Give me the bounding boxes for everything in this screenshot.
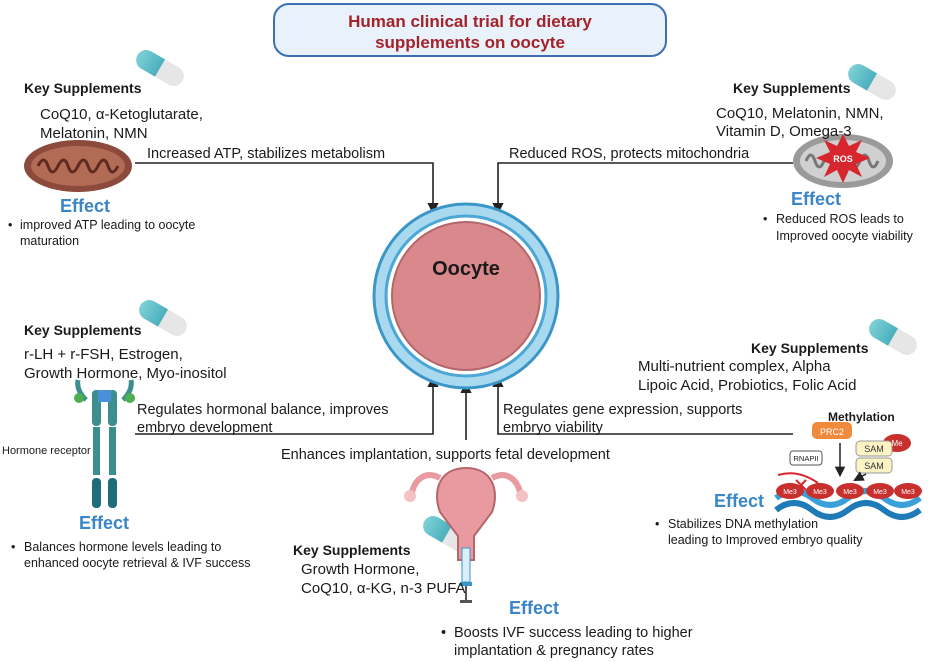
me3-label: Me3 (901, 489, 915, 496)
effect-bullet: •Reduced ROS leads to (763, 212, 904, 226)
mitochondrion-ros-icon (793, 134, 893, 188)
supplement-line: CoQ10, α-KG, n-3 PUFA (301, 580, 466, 597)
me3-label: Me3 (843, 489, 857, 496)
supplement-line: Melatonin, NMN (40, 125, 148, 142)
arrow-top-right (492, 162, 793, 215)
me-label: Me (891, 439, 903, 448)
arrow-mid-right (492, 375, 793, 435)
supplement-line: Lipoic Acid, Probiotics, Folic Acid (638, 377, 857, 394)
effect-line: Reduced ROS leads to (776, 212, 904, 226)
effect-line: enhanced oocyte retrieval & IVF success (24, 556, 251, 570)
me3-label: Me3 (873, 489, 887, 496)
prc2-label: PRC2 (820, 427, 844, 437)
pill-icon (869, 319, 917, 355)
effect-line: leading to Improved embryo quality (668, 533, 863, 547)
effect-heading: Effect (791, 189, 842, 209)
supplement-line: Vitamin D, Omega-3 (716, 123, 852, 140)
key-supplements-heading: Key Supplements (24, 322, 142, 338)
title-line-2: supplements on oocyte (375, 33, 565, 52)
methylation-title: Methylation (828, 410, 895, 424)
sam-label: SAM (864, 461, 884, 471)
supplement-line: Growth Hormone, Myo-inositol (24, 365, 227, 382)
effect-line: Improved oocyte viability (776, 229, 913, 243)
me3-label: Me3 (783, 489, 797, 496)
effect-heading: Effect (714, 491, 765, 511)
mitochondrion-icon (24, 140, 132, 192)
uterus-icon (404, 466, 528, 561)
effect-heading: Effect (60, 196, 111, 216)
arrow-label-top-left: Increased ATP, stabilizes metabolism (147, 146, 386, 162)
arrow-label-bottom: Enhances implantation, supports fetal de… (281, 447, 610, 463)
pill-icon (139, 300, 187, 336)
effect-heading: Effect (509, 598, 560, 618)
hormone-receptor-icon (74, 379, 135, 508)
key-supplements-heading: Key Supplements (24, 80, 142, 96)
ros-label: ROS (833, 154, 853, 164)
supplement-line: CoQ10, Melatonin, NMN, (716, 105, 884, 122)
effect-line: Boosts IVF success leading to higher (454, 625, 693, 641)
effect-line: improved ATP leading to oocyte (20, 218, 196, 232)
effect-line: implantation & pregnancy rates (454, 643, 654, 659)
effect-line: Balances hormone levels leading to (24, 540, 222, 554)
oocyte-illustration (372, 202, 560, 390)
arrow-label-mid-left: Regulates hormonal balance, improves (137, 402, 389, 418)
key-supplements-heading: Key Supplements (733, 80, 851, 96)
effect-line: maturation (20, 234, 80, 248)
me3-label: Me3 (813, 489, 827, 496)
effect-bullet: •improved ATP leading to oocyte (8, 218, 196, 232)
key-supplements-heading: Key Supplements (751, 340, 869, 356)
effect-line: Stabilizes DNA methylation (668, 517, 819, 531)
pill-icon (848, 64, 896, 100)
rnapii-label: RNAPII (793, 454, 818, 463)
effect-heading: Effect (79, 513, 130, 533)
supplement-line: Multi-nutrient complex, Alpha (638, 358, 831, 375)
effect-bullet: •Boosts IVF success leading to higher (441, 625, 693, 641)
arrow-label-top-right: Reduced ROS, protects mitochondria (509, 146, 750, 162)
arrow-top-left (135, 162, 439, 215)
hormone-receptor-label: Hormone receptor (2, 445, 91, 457)
supplement-line: r-LH + r-FSH, Estrogen, (24, 346, 183, 363)
methylation-illustration (774, 422, 922, 520)
arrow-label-mid-right: Regulates gene expression, supports (503, 402, 743, 418)
title-box: Human clinical trial for dietary supplem… (273, 3, 667, 57)
supplement-line: CoQ10, α-Ketoglutarate, (40, 106, 203, 123)
arrow-label-mid-right: embryo viability (503, 420, 603, 436)
sam-label: SAM (864, 444, 884, 454)
arrow-label-mid-left: embryo development (137, 420, 273, 436)
pill-icon (136, 50, 184, 86)
oocyte-label: Oocyte (432, 258, 500, 280)
title-line-1: Human clinical trial for dietary (348, 12, 592, 31)
effect-bullet: •Stabilizes DNA methylation (655, 517, 819, 531)
effect-bullet: •Balances hormone levels leading to (11, 540, 222, 554)
syringe-icon (460, 547, 472, 603)
supplement-line: Growth Hormone, (301, 561, 420, 578)
key-supplements-heading: Key Supplements (293, 542, 411, 558)
arrow-mid-left (135, 375, 439, 435)
